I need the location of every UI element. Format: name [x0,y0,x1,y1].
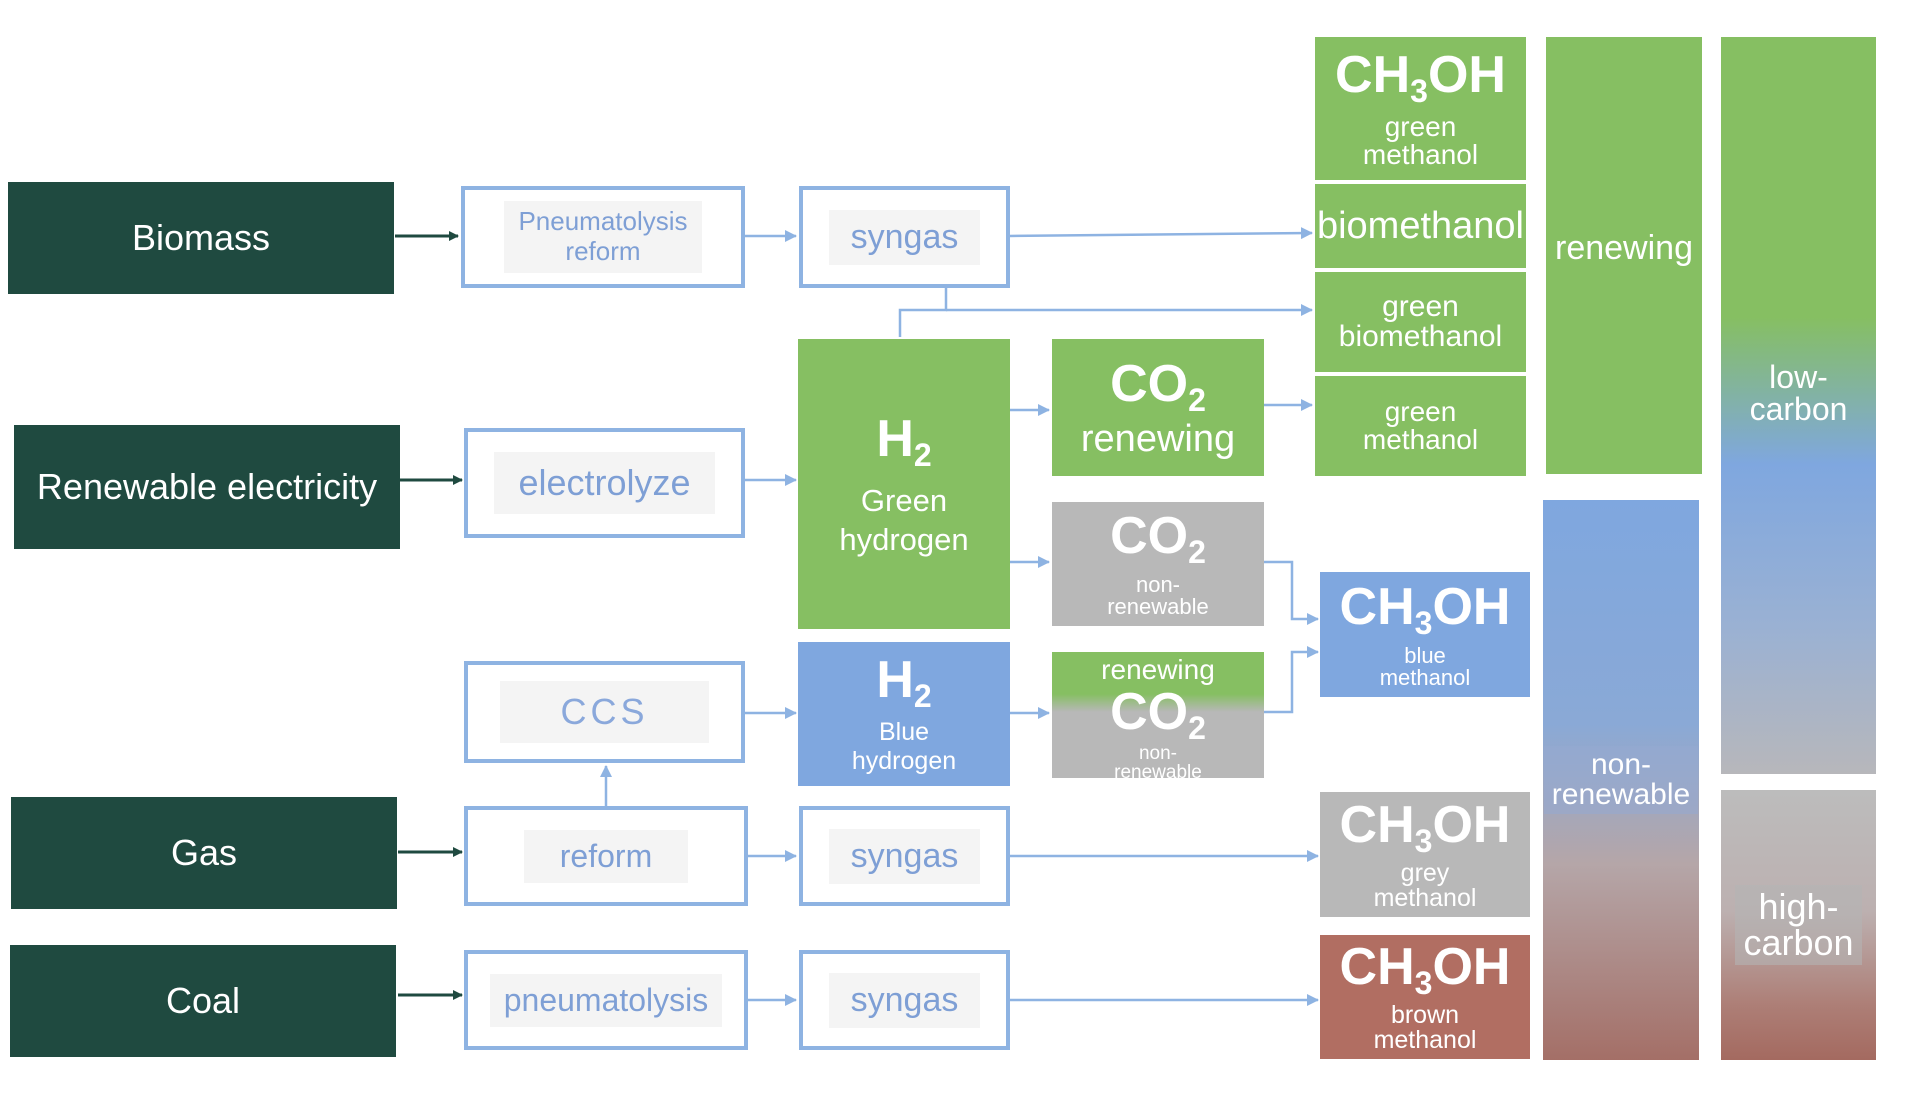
syngas-box-1: syngas [799,186,1010,288]
process-electrolyze: electrolyze [464,428,745,538]
blue-hydrogen-box: H2 Blue hydrogen [798,642,1010,786]
category-renewing-label: renewing [1555,229,1693,267]
biomethanol-box: biomethanol [1315,184,1526,268]
co2-nonrenewable-line1: non- [1135,572,1181,597]
category-highcarbon: high- carbon [1721,790,1876,1060]
green-methanol-line1: green [1384,396,1457,427]
green-methanol-box: green methanol [1315,376,1526,476]
grey-methanol-line1: grey [1400,858,1450,887]
co2-formula: CO2 [1110,507,1206,570]
category-nonrenewable: non- renewable [1543,500,1699,1060]
ch3oh-formula: CH3OH [1335,45,1506,109]
green-hydrogen-line2: hydrogen [839,522,969,557]
process-label: Pneumatolysis [518,206,688,237]
process-ccs: CCS [464,661,745,763]
syngas-label: syngas [850,980,959,1019]
co2-renewing-box: CO2 renewing [1052,339,1264,476]
source-renewable-label: Renewable electricity [36,466,378,507]
co2-mixed-nonrenewable-line1: non- [1138,743,1178,764]
co2-mixed-nonrenewable-line2: renewable [1114,762,1202,783]
syngas-label: syngas [850,836,959,875]
methanol-label-line2: methanol [1362,138,1479,170]
arrow-syngas-to-biomethanol [1008,227,1313,240]
category-lowcarbon: low- carbon [1721,37,1876,774]
ch3oh-formula: CH3OH [1339,577,1511,641]
source-gas-label: Gas [170,832,238,873]
category-renewing: renewing [1546,37,1702,474]
green-biomethanol-box: green biomethanol [1315,272,1526,372]
grey-methanol-box: CH3OH grey methanol [1320,792,1530,917]
source-renewable-electricity: Renewable electricity [14,425,400,549]
blue-methanol-box: CH3OH blue methanol [1320,572,1530,697]
process-pneumatolysis-reform: Pneumatolysis reform [461,186,745,288]
co2-formula: CO2 [1110,354,1206,418]
green-methanol-line2: methanol [1362,424,1479,455]
category-lowcarbon-label: low- carbon [1749,359,1848,427]
green-hydrogen-box: H2 Green hydrogen [798,339,1010,629]
process-label: CCS [560,691,649,732]
h2-formula: H2 [876,410,932,473]
co2-nonrenewable-box: CO2 non- renewable [1052,502,1264,626]
ch3oh-formula: CH3OH [1339,938,1511,1001]
grey-methanol-line2: methanol [1373,883,1477,912]
category-nonrenewable-label: non- renewable [1543,746,1699,814]
process-label: electrolyze [518,462,691,503]
category-highcarbon-label: high- carbon [1735,885,1862,965]
process-reform: reform [464,806,748,906]
co2-nonrenewable-line2: renewable [1107,594,1209,619]
blue-hydrogen-line1: Blue [878,718,930,746]
blue-methanol-line1: blue [1404,642,1446,668]
co2-mixed-box: renewing CO2 non- renewable [1052,652,1264,782]
blue-hydrogen-line2: hydrogen [851,747,957,775]
ch3oh-formula: CH3OH [1339,795,1511,859]
blue-methanol-line2: methanol [1379,664,1471,690]
source-biomass: Biomass [8,182,394,294]
co2-renewing-label: renewing [1080,417,1236,460]
brown-methanol-line2: methanol [1373,1026,1477,1054]
biomethanol-label: biomethanol [1316,205,1525,247]
co2-mixed-renewing-label: renewing [1101,654,1215,685]
process-label: reform [565,236,641,266]
process-label: reform [559,837,653,874]
source-coal: Coal [10,945,396,1057]
process-label: pneumatolysis [503,981,709,1018]
source-biomass-label: Biomass [131,217,271,258]
process-pneumatolysis: pneumatolysis [464,950,748,1050]
green-biomethanol-line2: biomethanol [1338,320,1503,353]
source-coal-label: Coal [165,980,241,1021]
arrow-co2-nonrenewable-to-blue-methanol [1262,560,1319,625]
syngas-label: syngas [850,217,959,256]
connector-syngas-greenh2 [898,288,948,337]
source-gas: Gas [11,797,397,909]
green-biomethanol-line1: green [1382,290,1459,323]
h2-formula: H2 [876,651,932,714]
green-hydrogen-line1: Green [860,483,948,518]
syngas-box-3: syngas [799,950,1010,1050]
syngas-box-2: syngas [799,806,1010,906]
arrow-co2-mixed-to-blue-methanol [1262,646,1319,714]
co2-formula: CO2 [1110,683,1206,746]
methanol-label-line1: green [1384,110,1457,142]
brown-methanol-line1: brown [1390,1001,1460,1029]
green-methanol-box-top: CH3OH green methanol [1315,37,1526,180]
brown-methanol-box: CH3OH brown methanol [1320,935,1530,1059]
